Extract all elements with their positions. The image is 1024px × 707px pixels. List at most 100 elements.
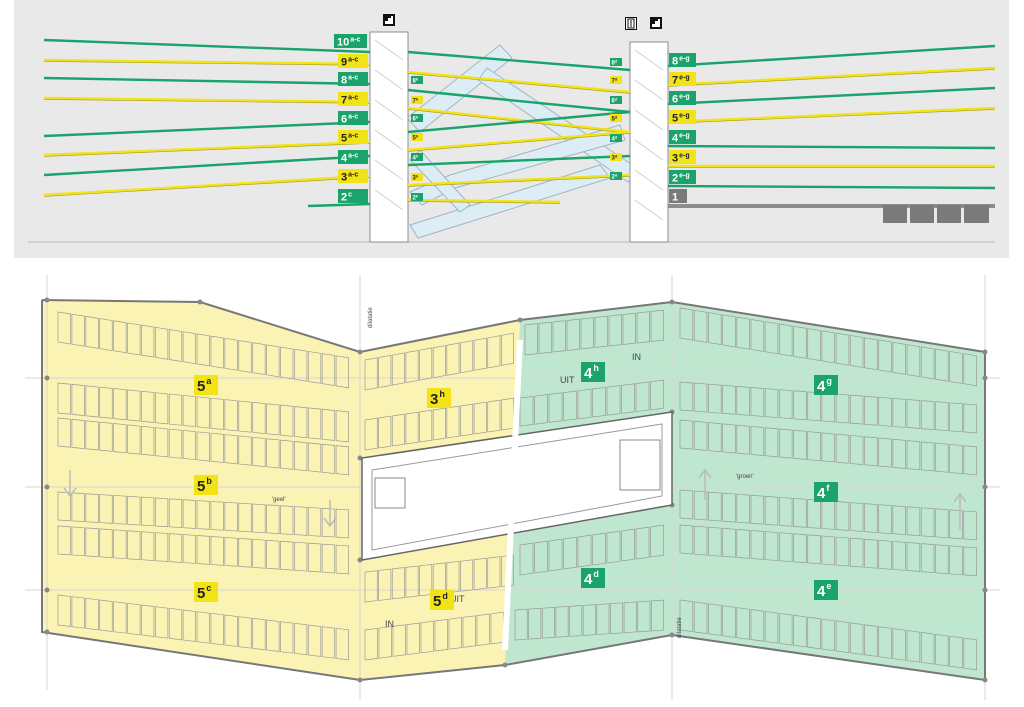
level-label-text: 4e-g [672, 133, 690, 145]
level-line [43, 38, 371, 54]
svg-text:8d: 8d [612, 59, 618, 67]
level-label: 8e-g [669, 53, 696, 68]
svg-text:7d: 7d [612, 77, 618, 85]
parking-bay-row [679, 381, 977, 434]
level-line-edge [43, 177, 371, 197]
section-background [14, 0, 1009, 258]
level-label-box [669, 91, 696, 105]
tower-tag: 7h [411, 96, 423, 105]
central-core-inner [371, 423, 663, 551]
level-line-edge [43, 143, 371, 157]
level-line [43, 96, 371, 104]
level-label: 10a-c [334, 34, 367, 49]
level-lines [43, 38, 996, 208]
level-label: 5e-g [669, 110, 696, 125]
dilatatie-label-bottom: dilatatie [677, 617, 683, 638]
zone-label: 5c [194, 582, 218, 602]
stair-hatching [374, 39, 664, 221]
svg-text:5h: 5h [413, 134, 419, 142]
level-label-box [334, 34, 367, 48]
parking-bay-row [57, 417, 349, 476]
tower-tag: 6h [411, 114, 423, 123]
level-label-box [669, 72, 696, 86]
level-line [667, 44, 996, 68]
level-label: 2e-g [669, 170, 696, 185]
svg-text:3h: 3h [413, 174, 419, 182]
level-label-text: 3a-c [341, 172, 358, 184]
svg-text:2h: 2h [413, 194, 419, 202]
level-label-text: 10a-c [337, 37, 360, 49]
level-label-text: 5a-c [341, 133, 358, 145]
right-level-labels: 8e-g7e-g6e-g5e-g4e-g3e-g2e-g1 [669, 53, 696, 204]
stairs-icon [383, 14, 395, 26]
zone-label: 5b [194, 475, 218, 495]
tower-tag: 5h [411, 133, 423, 142]
yellow-zone [42, 300, 520, 680]
svg-text:4g: 4g [817, 376, 832, 395]
parking-bays [44, 297, 988, 683]
level-line-edge [43, 61, 371, 66]
dilatatie-label-top: dilatatie [368, 307, 374, 328]
svg-text:2d: 2d [612, 173, 618, 181]
parking-bay-row [679, 307, 977, 387]
level-line [407, 110, 631, 134]
parking-bay-row [524, 309, 664, 356]
level-line [407, 50, 631, 72]
in-label-top: IN [632, 352, 641, 362]
level-label: 6e-g [669, 91, 696, 106]
level-label-box [338, 189, 368, 203]
level-line [307, 202, 371, 208]
level-label: 5a-c [338, 130, 368, 145]
tower-tag: 3d [610, 153, 622, 162]
svg-text:3h: 3h [430, 389, 445, 408]
level-label-text: 6a-c [341, 114, 358, 126]
level-line-edge [407, 176, 631, 187]
level-label-text: 6e-g [672, 94, 690, 106]
level-label-box [669, 170, 696, 184]
level-line-edge [407, 73, 631, 94]
in-label-bottom: IN [385, 619, 394, 629]
svg-text:6h: 6h [413, 115, 419, 123]
svg-text:3d: 3d [612, 154, 618, 162]
zone-label: 4e [814, 580, 838, 600]
zone-label: 3h [427, 388, 451, 408]
level-label-box [338, 130, 368, 144]
parking-bay-row [679, 419, 977, 476]
level-line [407, 154, 631, 167]
level-line [407, 130, 631, 152]
parking-bay-row [57, 491, 349, 539]
level-label: 9a-c [338, 54, 368, 69]
svg-text:5c: 5c [197, 583, 211, 602]
level-label: 4e-g [669, 130, 696, 145]
level-label: 6a-c [338, 111, 368, 126]
parking-bay-row [679, 599, 977, 671]
level-label-text: 4a-c [341, 153, 358, 165]
level-line [43, 58, 371, 66]
level-line-edge [407, 133, 631, 152]
zone-label: 5a [194, 375, 218, 395]
level-label-box [669, 110, 696, 124]
svg-text:4e: 4e [817, 581, 831, 600]
level-label-box [338, 92, 368, 106]
level-line [407, 198, 561, 204]
level-label-text: 2c [341, 192, 352, 204]
level-label-box [669, 150, 696, 164]
level-line [407, 106, 631, 134]
level-line [667, 86, 996, 106]
parking-bay-row [57, 311, 349, 389]
level-line [667, 106, 996, 124]
building-outline [41, 299, 986, 682]
level-line [43, 120, 371, 138]
parking-bay-row [519, 379, 664, 427]
level-line [667, 184, 996, 190]
svg-text:4f: 4f [817, 483, 830, 502]
zone-label: 5d [430, 590, 454, 610]
level-label-box [338, 54, 368, 68]
parking-bay-row [519, 524, 664, 576]
svg-text:6d: 6d [612, 97, 618, 105]
uit-label-bottom: UIT [450, 594, 465, 604]
zone-divider [502, 339, 523, 651]
